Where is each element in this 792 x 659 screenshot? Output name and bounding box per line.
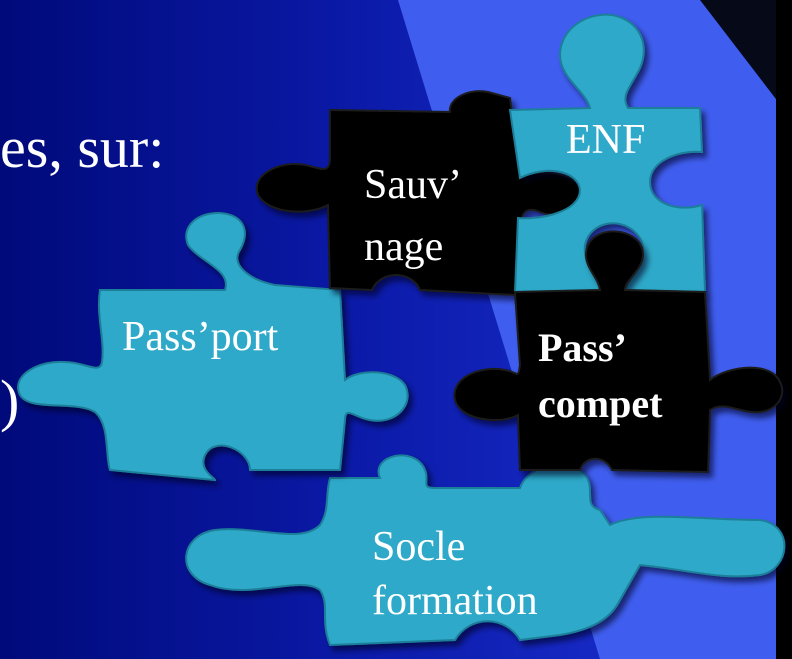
right-edge-bar (776, 0, 792, 659)
pass-competition-label-line2: compet (538, 381, 663, 426)
sauvetage-label-line2: nage (364, 224, 444, 270)
puzzle-piece-competition-icon (453, 230, 784, 474)
passport-label: Pass’port (122, 314, 279, 360)
pass-competition-label: Pass’ compet (538, 320, 662, 432)
socle-formation-label-line2: formation (372, 578, 538, 624)
puzzle-piece-enf-icon (508, 13, 707, 294)
socle-formation-label-line1: Socle (372, 524, 466, 570)
sauvetage-label: Sauv’ nage (364, 154, 462, 278)
socle-formation-label: Socle formation (372, 520, 538, 628)
cropped-bullet-text: ) (0, 368, 20, 433)
enf-label: ENF (566, 117, 646, 163)
sauvetage-label-line1: Sauv’ (364, 162, 462, 208)
cropped-title-text: es, sur: (0, 115, 165, 180)
puzzle-piece-passport-icon (17, 211, 409, 482)
pass-competition-label-line1: Pass’ (538, 325, 627, 370)
corner-shade (700, 0, 792, 120)
